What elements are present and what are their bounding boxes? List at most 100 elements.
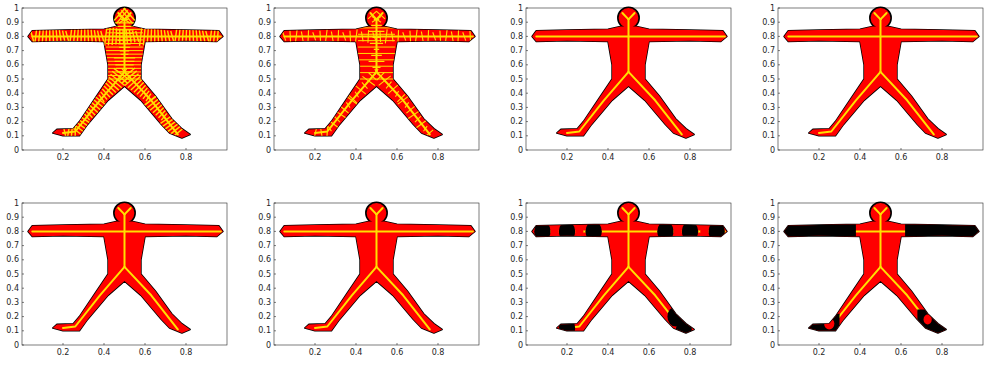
tick <box>315 343 316 345</box>
tick <box>778 64 780 65</box>
skeleton-line <box>315 267 377 328</box>
tick <box>778 8 780 9</box>
axis-tick-label: 0.4 <box>6 284 19 293</box>
tick <box>145 148 146 150</box>
tick <box>274 36 276 37</box>
axis-tick-label: 0.8 <box>936 348 949 357</box>
pruned-region <box>559 318 575 338</box>
axis-tick-label: 0.4 <box>98 348 111 357</box>
skeleton-layer <box>778 208 983 345</box>
axis-tick-label: 0.4 <box>350 153 363 162</box>
body-fill <box>700 226 708 236</box>
axis-tick-label: 0.3 <box>258 298 271 307</box>
axis-tick-label: 0 <box>518 341 523 350</box>
axis-tick-label: 0.8 <box>432 348 445 357</box>
axis-tick-label: 0 <box>14 146 19 155</box>
axis-tick-label: 0.8 <box>6 227 19 236</box>
tick <box>778 203 780 204</box>
axis-tick-label: 0.8 <box>180 153 193 162</box>
axis-tick-label: 0.6 <box>762 255 775 264</box>
tick <box>22 245 24 246</box>
axis-tick-label: 0.4 <box>258 284 271 293</box>
tick <box>819 343 820 345</box>
axis-tick-label: 1 <box>518 4 523 13</box>
tick <box>22 8 24 9</box>
panel <box>274 7 479 150</box>
tick <box>22 316 24 317</box>
tick <box>942 148 943 150</box>
tick <box>778 302 780 303</box>
axis-tick-label: 0.4 <box>258 89 271 98</box>
tick <box>22 64 24 65</box>
axis-tick-label: 0.6 <box>139 348 152 357</box>
axis-tick-label: 0.4 <box>854 348 867 357</box>
axis-tick-label: 0.2 <box>762 312 775 321</box>
axis-tick-label: 0.5 <box>510 75 523 84</box>
axes-box <box>778 8 983 150</box>
skeleton-line <box>377 13 383 19</box>
tick <box>274 50 276 51</box>
skeleton-branch <box>368 11 377 19</box>
axis-tick-label: 0.1 <box>510 326 523 335</box>
tick <box>608 148 609 150</box>
tick <box>778 50 780 51</box>
tick <box>778 259 780 260</box>
axis-tick-label: 1 <box>770 199 775 208</box>
axis-tick-label: 0.4 <box>510 89 523 98</box>
skeleton-line <box>370 13 376 19</box>
axis-tick-label: 0.4 <box>602 153 615 162</box>
axis-tick-label: 0.8 <box>432 153 445 162</box>
tick <box>274 316 276 317</box>
skeleton-line <box>118 208 124 214</box>
axis-tick-label: 0.9 <box>6 213 19 222</box>
axis-tick-label: 0.2 <box>762 117 775 126</box>
tick <box>778 135 780 136</box>
skeleton-line <box>32 230 221 232</box>
axis-tick-label: 0.8 <box>762 227 775 236</box>
axis-tick-label: 0.7 <box>258 46 271 55</box>
tick <box>526 36 528 37</box>
axis-tick-label: 0.4 <box>510 284 523 293</box>
axes-box <box>778 203 983 345</box>
axis-tick-label: 0.2 <box>561 348 574 357</box>
skeleton-line <box>125 13 131 19</box>
axis-tick-label: 1 <box>770 4 775 13</box>
tick <box>274 259 276 260</box>
skeleton-line <box>125 208 131 214</box>
pruned-region <box>778 217 856 245</box>
skeleton-layer <box>534 208 725 341</box>
tick <box>274 8 276 9</box>
tick <box>186 148 187 150</box>
panel <box>22 7 227 150</box>
axis-tick-label: 0.6 <box>258 255 271 264</box>
tick <box>22 79 24 80</box>
axis-tick-label: 0.8 <box>180 348 193 357</box>
axis-tick-label: 0 <box>14 341 19 350</box>
skeleton-line <box>377 267 430 330</box>
axis-tick-label: 0.8 <box>258 32 271 41</box>
tick <box>778 217 780 218</box>
axis-tick-label: 0.2 <box>258 117 271 126</box>
axis-tick-label: 0.4 <box>602 348 615 357</box>
pruned-region <box>917 310 983 346</box>
axis-tick-label: 0.5 <box>258 270 271 279</box>
tick <box>274 93 276 94</box>
tick <box>778 288 780 289</box>
tick <box>901 148 902 150</box>
panel <box>22 202 227 345</box>
axis-tick-label: 0.6 <box>510 60 523 69</box>
tick <box>274 22 276 23</box>
pruned-region <box>585 221 601 241</box>
tick <box>526 316 528 317</box>
axis-tick-label: 0.2 <box>510 312 523 321</box>
tick <box>526 302 528 303</box>
tick <box>901 343 902 345</box>
tick <box>860 148 861 150</box>
axis-tick-label: 0.9 <box>510 18 523 27</box>
tick <box>22 107 24 108</box>
skeleton-line <box>622 208 628 214</box>
skeleton-layer <box>788 13 977 134</box>
axis-tick-label: 0.7 <box>510 46 523 55</box>
tick <box>274 288 276 289</box>
skeleton-line <box>628 19 630 72</box>
